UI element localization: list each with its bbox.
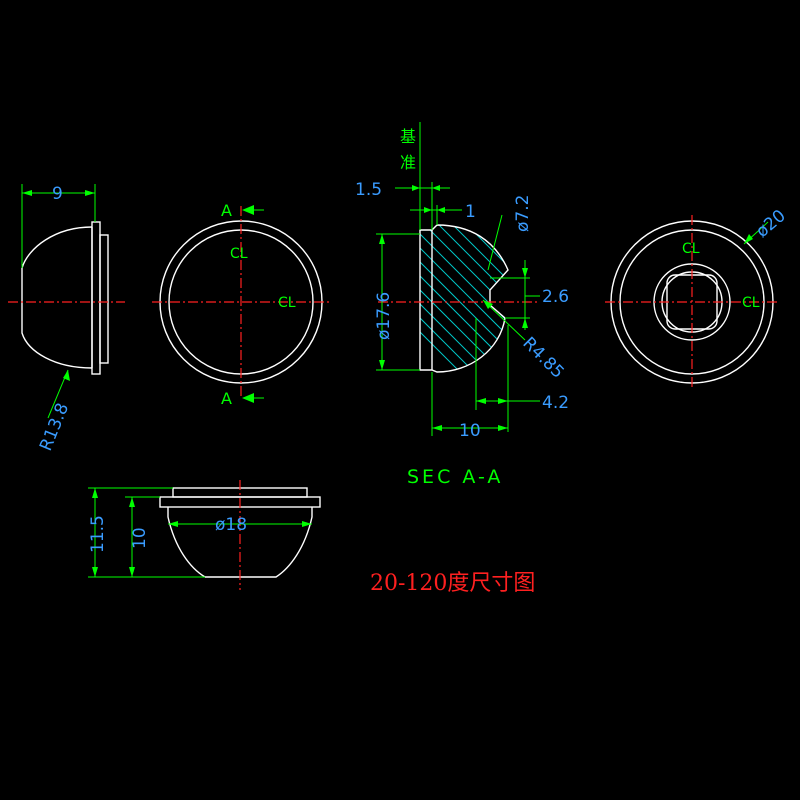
centerline-mark-2: CL bbox=[278, 295, 296, 311]
dim-1-arrow-b bbox=[437, 207, 445, 213]
dim-17-6-label: ø17.6 bbox=[374, 292, 394, 340]
rear-view: CL CL ø20 bbox=[605, 206, 790, 390]
datum-label-line1: 基 bbox=[400, 127, 416, 146]
dim-4-2-label: 4.2 bbox=[542, 393, 569, 413]
centerline-mark-3: CL bbox=[682, 241, 700, 257]
front-view: A A CL CL bbox=[152, 201, 332, 408]
dim-20-label: ø20 bbox=[752, 206, 789, 242]
section-mark-bottom: A bbox=[221, 389, 232, 408]
dim-r13-8-label: R13.8 bbox=[36, 400, 73, 454]
dim-9-arrow-left bbox=[22, 190, 32, 196]
dim-11-5-arrow-top bbox=[92, 488, 98, 498]
dim-10-arrow-right bbox=[498, 425, 508, 431]
dim-18-arrow-left bbox=[168, 521, 178, 527]
section-view: 基 准 1.5 1 ø7.2 ø17.6 2.6 R4.85 bbox=[355, 122, 569, 488]
dim-9-label: 9 bbox=[52, 184, 63, 204]
dim-2-6-arrow-top bbox=[522, 268, 528, 278]
datum-label-line2: 准 bbox=[400, 153, 416, 172]
dim-1-5-arrow-b bbox=[432, 185, 440, 191]
dim-1-5-arrow-a bbox=[412, 185, 420, 191]
dim-9-arrow-right bbox=[85, 190, 95, 196]
dim-18-arrow-right bbox=[302, 521, 312, 527]
dim-17-6-arrow-bottom bbox=[379, 360, 385, 370]
dim-4-2-arrow-left bbox=[476, 398, 486, 404]
bottom-view: ø18 11.5 10 bbox=[88, 480, 321, 590]
dim-r4-85-label: R4.85 bbox=[518, 333, 567, 382]
dim-18-label: ø18 bbox=[215, 515, 247, 535]
dim-4-2-arrow-right bbox=[498, 398, 508, 404]
dim-7-2-label: ø7.2 bbox=[513, 195, 533, 232]
dim-2-6-label: 2.6 bbox=[542, 287, 569, 307]
dim-r13-8-arrow bbox=[63, 370, 70, 381]
dim-b10-arrow-bottom bbox=[129, 567, 135, 577]
dim-1-label: 1 bbox=[465, 202, 476, 222]
dim-r4-85-arrow bbox=[483, 300, 493, 309]
dim-b10-label: 10 bbox=[130, 527, 150, 549]
drawing-title: 20-120度尺寸图 bbox=[370, 571, 535, 596]
dim-b10-arrow-top bbox=[129, 497, 135, 507]
section-arrow-top bbox=[242, 205, 254, 215]
dim-1-arrow-a bbox=[424, 207, 432, 213]
section-hatch bbox=[420, 225, 508, 372]
dim-11-5-arrow-bottom bbox=[92, 567, 98, 577]
centerline-mark-1: CL bbox=[230, 246, 248, 262]
section-arrow-bottom bbox=[242, 393, 254, 403]
side-view-flange bbox=[91, 221, 101, 375]
dim-7-2-leader bbox=[487, 214, 503, 271]
section-label: SEC A-A bbox=[407, 466, 503, 488]
side-view-flange-step bbox=[99, 234, 109, 364]
section-mark-top: A bbox=[221, 201, 232, 220]
dim-17-6-arrow-top bbox=[379, 234, 385, 244]
dim-20-arrow bbox=[744, 234, 753, 244]
side-view-dome-outline bbox=[21, 226, 93, 369]
dim-10-arrow-left bbox=[432, 425, 442, 431]
dim-10-label: 10 bbox=[459, 421, 481, 441]
centerline-mark-4: CL bbox=[742, 295, 760, 311]
section-outline bbox=[419, 224, 509, 373]
dim-1-5-label: 1.5 bbox=[355, 180, 382, 200]
dim-2-6-arrow-bottom bbox=[522, 318, 528, 328]
side-view-left: 9 R13.8 bbox=[8, 184, 125, 454]
dim-11-5-label: 11.5 bbox=[88, 515, 108, 553]
